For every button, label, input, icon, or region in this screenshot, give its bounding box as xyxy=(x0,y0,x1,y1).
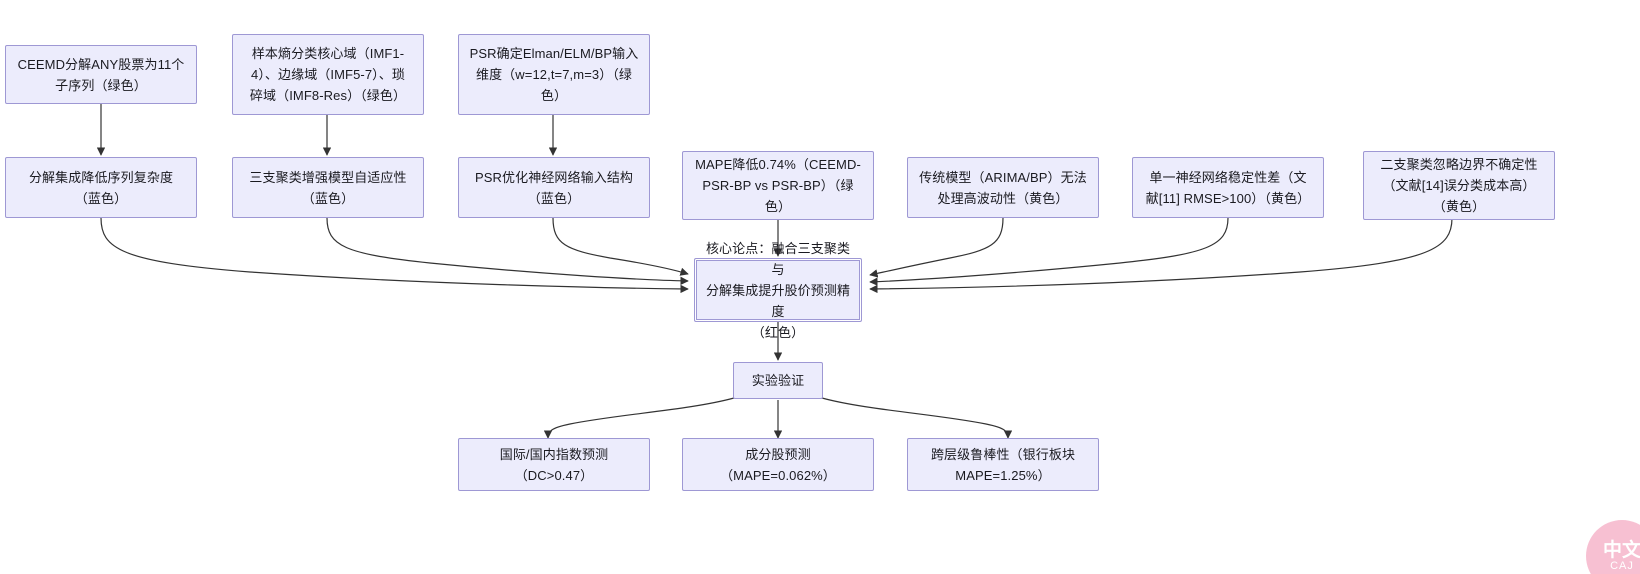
node-result-cross-level-robustness[interactable]: 跨层级鲁棒性（银行板块 MAPE=1.25%） xyxy=(907,438,1099,491)
node-claim-decomposition[interactable]: 分解集成降低序列复杂度 （蓝色） xyxy=(5,157,197,218)
edge-cluster-to-core xyxy=(326,217,689,286)
node-result-index-forecast[interactable]: 国际/国内指数预测 （DC>0.47） xyxy=(458,438,650,491)
node-result-cross-level-robustness-label: 跨层级鲁棒性（银行板块 MAPE=1.25%） xyxy=(930,446,1076,483)
edge-experiment-to-robust xyxy=(821,397,1013,439)
node-experiment-validation[interactable]: 实验验证 xyxy=(733,362,823,399)
edge-twoway-to-core xyxy=(869,217,1453,294)
watermark-badge: 中文 CAJ xyxy=(1586,520,1640,574)
edge-traditional-to-core xyxy=(869,217,1004,278)
node-claim-three-way-clustering[interactable]: 三支聚类增强模型自适应性 （蓝色） xyxy=(232,157,424,218)
watermark-subtext: CAJ xyxy=(1610,559,1634,572)
node-method-sample-entropy[interactable]: 样本熵分类核心域（IMF1- 4）、边缘域（IMF5-7）、琐 碎域（IMF8-… xyxy=(232,34,424,115)
edge-decomp-to-core xyxy=(100,217,689,294)
edge-experiment-to-index xyxy=(543,397,735,439)
node-method-ceemd-label: CEEMD分解ANY股票为11个 子序列（绿色） xyxy=(17,56,185,93)
node-method-sample-entropy-label: 样本熵分类核心域（IMF1- 4）、边缘域（IMF5-7）、琐 碎域（IMF8-… xyxy=(249,46,407,103)
node-result-constituent-stock-label: 成分股预测 （MAPE=0.062%） xyxy=(720,446,836,483)
node-gap-traditional-model[interactable]: 传统模型（ARIMA/BP）无法 处理高波动性（黄色） xyxy=(907,157,1099,218)
node-claim-three-way-clustering-label: 三支聚类增强模型自适应性 （蓝色） xyxy=(249,169,407,206)
node-method-ceemd[interactable]: CEEMD分解ANY股票为11个 子序列（绿色） xyxy=(5,45,197,104)
node-gap-two-way-clustering-label: 二支聚类忽略边界不确定性 （文献[14]误分类成本高） （黄色） xyxy=(1380,157,1538,214)
node-experiment-validation-label: 实验验证 xyxy=(751,373,805,388)
node-evidence-mape[interactable]: MAPE降低0.74%（CEEMD- PSR-BP vs PSR-BP）（绿 色… xyxy=(682,151,874,220)
node-gap-single-neural-network-label: 单一神经网络稳定性差（文 献[11] RMSE>100）（黄色） xyxy=(1145,169,1311,206)
node-result-index-forecast-label: 国际/国内指数预测 （DC>0.47） xyxy=(499,446,609,483)
node-result-constituent-stock[interactable]: 成分股预测 （MAPE=0.062%） xyxy=(682,438,874,491)
node-core-claim-label: 核心论点：融合三支聚类与 分解集成提升股价预测精度 （红色） xyxy=(705,240,851,340)
node-gap-single-neural-network[interactable]: 单一神经网络稳定性差（文 献[11] RMSE>100）（黄色） xyxy=(1132,157,1324,218)
watermark-glyph: 中文 xyxy=(1602,539,1640,561)
node-core-claim[interactable]: 核心论点：融合三支聚类与 分解集成提升股价预测精度 （红色） xyxy=(694,241,862,340)
edge-psrclaim-to-core xyxy=(552,217,689,276)
node-evidence-mape-label: MAPE降低0.74%（CEEMD- PSR-BP vs PSR-BP）（绿 色… xyxy=(695,157,861,214)
node-claim-decomposition-label: 分解集成降低序列复杂度 （蓝色） xyxy=(28,169,174,206)
node-method-psr[interactable]: PSR确定Elman/ELM/BP输入 维度（w=12,t=7,m=3）（绿 色… xyxy=(458,34,650,115)
edge-singlenn-to-core xyxy=(869,217,1229,286)
node-claim-psr-structure[interactable]: PSR优化神经网络输入结构 （蓝色） xyxy=(458,157,650,218)
node-method-psr-label: PSR确定Elman/ELM/BP输入 维度（w=12,t=7,m=3）（绿 色… xyxy=(469,46,639,103)
node-gap-two-way-clustering[interactable]: 二支聚类忽略边界不确定性 （文献[14]误分类成本高） （黄色） xyxy=(1363,151,1555,220)
node-claim-psr-structure-label: PSR优化神经网络输入结构 （蓝色） xyxy=(474,169,634,206)
node-gap-traditional-model-label: 传统模型（ARIMA/BP）无法 处理高波动性（黄色） xyxy=(919,169,1087,206)
